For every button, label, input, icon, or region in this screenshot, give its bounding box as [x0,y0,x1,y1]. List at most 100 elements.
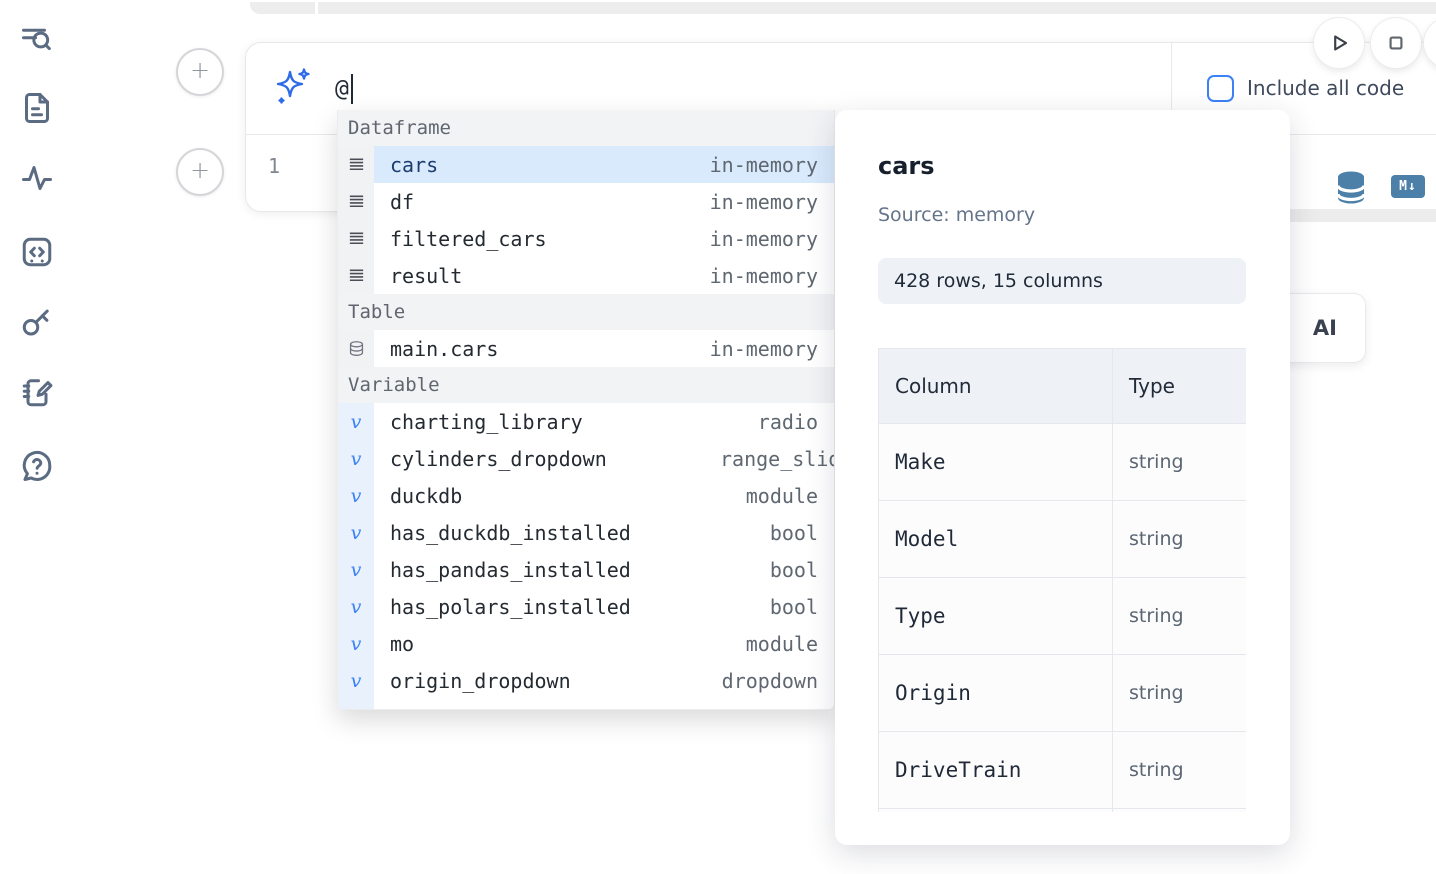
completion-type: in-memory [709,226,818,251]
variable-icon: v [350,521,362,544]
preview-title: cars [878,152,935,180]
completion-type: in-memory [709,336,818,361]
file-text-icon[interactable] [19,90,55,126]
variable-icon: v [350,669,362,692]
prompt-text: @ [335,75,349,102]
variable-icon: v [338,662,374,699]
more-run-button[interactable] [1424,18,1436,68]
previous-cell-divider [315,0,318,14]
completion-name: main.cars [390,336,499,361]
autocomplete-item-main.cars[interactable]: main.cars in-memory [338,330,834,367]
variable-icon: v [350,595,362,618]
add-cell-below-button[interactable]: + [176,148,224,196]
help-circle-icon[interactable] [19,448,55,484]
column-type-cell: string [1112,423,1246,501]
dataframe-icon [338,220,374,257]
completion-name: pd [390,706,414,710]
column-name-cell: Origin [878,654,1113,732]
markdown-icon[interactable]: M↓ [1391,175,1425,198]
variable-icon: v [338,514,374,551]
completion-name: charting_library [390,409,583,434]
completion-name: has_polars_installed [390,594,631,619]
shape-badge: 428 rows, 15 columns [878,258,1246,304]
table-row-partial [878,808,1246,812]
code-square-icon[interactable] [19,234,55,270]
completion-type: module [746,706,834,710]
dataframe-icon [338,146,374,183]
completion-name: cylinders_dropdown [390,446,607,471]
completion-type: range_slider [720,446,834,471]
line-number: 1 [268,154,281,178]
column-type-cell: string [1112,731,1246,809]
autocomplete-section-header: Dataframe [338,110,834,146]
dataframe-icon [338,257,374,294]
previous-cell-bottom-edge [250,2,1436,14]
completion-name: mo [390,631,415,656]
autocomplete-item-has_pandas_installed[interactable]: v has_pandas_installed bool [338,551,834,588]
sparkles-icon [271,65,317,111]
add-cell-above-button[interactable]: + [176,48,224,96]
variable-icon: v [338,699,374,710]
list-search-icon[interactable] [19,22,55,58]
include-all-code-checkbox[interactable] [1207,74,1234,102]
completion-type: bool [769,520,818,545]
column-name-cell: Type [878,577,1113,655]
autocomplete-item-charting_library[interactable]: v charting_library radio [338,403,834,440]
completion-name: df [390,189,415,214]
autocomplete-item-pd[interactable]: v pd module [338,699,834,710]
completion-type: bool [769,557,818,582]
completion-type: module [745,631,818,656]
code-editor-row[interactable]: 1 M↓ [246,134,1436,211]
completion-name: filtered_cars [390,226,547,251]
include-all-code-label: Include all code [1247,76,1405,100]
completion-type: dropdown [721,668,818,693]
column-name-cell: Model [878,500,1113,578]
dataframe-preview-panel: cars Source: memory 428 rows, 15 columns… [835,110,1290,845]
table-icon [338,330,374,367]
autocomplete-item-has_duckdb_installed[interactable]: v has_duckdb_installed bool [338,514,834,551]
variable-icon: v [338,403,374,440]
schema-header-cell: Column [878,348,1113,424]
variable-icon: v [350,632,362,655]
stop-icon [1389,36,1403,50]
key-icon[interactable] [19,304,55,340]
variable-icon: v [350,558,362,581]
play-icon [1334,35,1348,51]
completion-type: radio [757,409,818,434]
ai-prompt-input[interactable]: @ [335,43,353,134]
left-sidebar [0,0,80,874]
autocomplete-item-mo[interactable]: v mo module [338,625,834,662]
stop-button[interactable] [1371,18,1421,68]
completion-name: has_pandas_installed [390,557,631,582]
run-cell-button[interactable] [1314,18,1364,68]
variable-icon: v [351,707,362,710]
completion-name: duckdb [390,483,463,508]
variable-icon: v [338,588,374,625]
notebook-pen-icon[interactable] [19,374,55,410]
autocomplete-section-header: Variable [338,367,834,403]
variable-icon: v [350,484,362,507]
variable-icon: v [338,551,374,588]
variable-icon: v [350,410,362,433]
database-icon[interactable] [1335,170,1367,206]
ai-options: Include all code [1171,43,1436,133]
activity-icon[interactable] [19,160,55,196]
completion-name: has_duckdb_installed [390,520,631,545]
autocomplete-item-filtered_cars[interactable]: filtered_cars in-memory [338,220,834,257]
